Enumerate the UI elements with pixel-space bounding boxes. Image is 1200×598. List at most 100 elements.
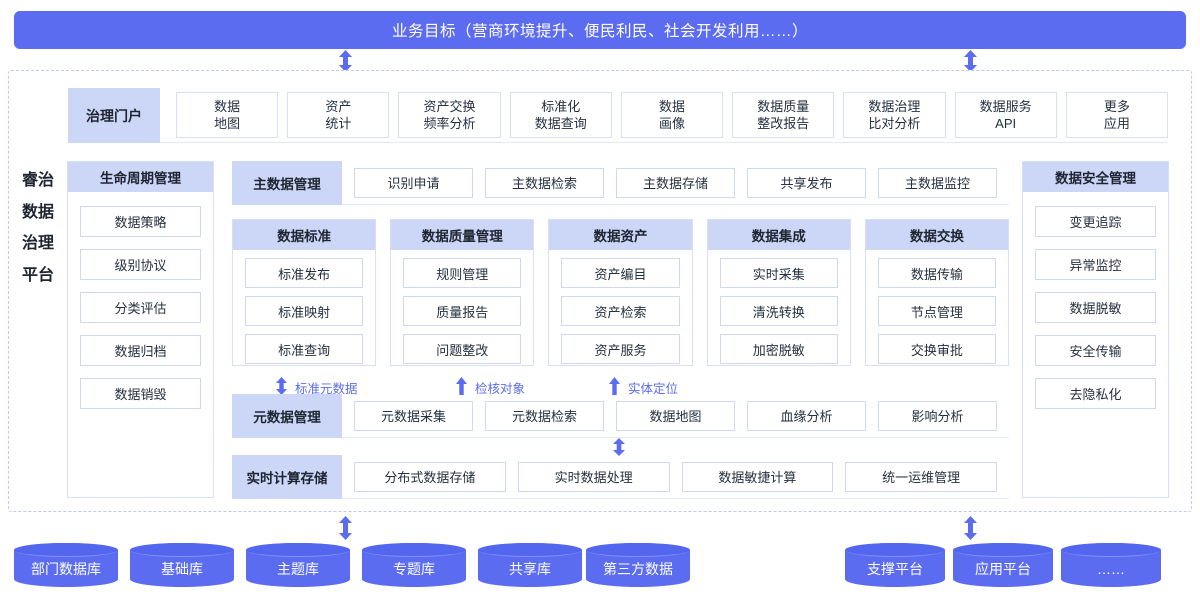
- arrow-up-icon: [608, 377, 621, 398]
- portal-app-line2: 统计: [325, 116, 352, 131]
- lifecycle-management-items: 数据策略 级别协议 分类评估 数据归档 数据销毁: [68, 192, 213, 499]
- data-exchange-card: 数据交换 数据传输 节点管理 交换审批: [864, 219, 1010, 366]
- metadata-item-lineage[interactable]: 血缘分析: [747, 400, 866, 431]
- metadata-management-items: 元数据采集 元数据检索 数据地图 血缘分析 影响分析: [342, 394, 1009, 438]
- lifecycle-item-archive[interactable]: 数据归档: [80, 335, 201, 366]
- annotation-label: 实体定位: [628, 382, 679, 396]
- masterdata-item-search[interactable]: 主数据检索: [485, 167, 604, 198]
- portal-app-line1: 资产交换: [423, 99, 476, 114]
- data-security-title: 数据安全管理: [1023, 162, 1168, 192]
- standard-item-publish[interactable]: 标准发布: [245, 258, 364, 288]
- portal-app-governance-comparison[interactable]: 数据治理 比对分析: [843, 92, 946, 138]
- source-label: 共享库: [509, 560, 551, 577]
- lifecycle-management-title: 生命周期管理: [68, 162, 213, 192]
- source-platform-more[interactable]: ……: [1061, 543, 1161, 587]
- data-security-items: 变更追踪 异常监控 数据脱敏 安全传输 去隐私化: [1023, 192, 1168, 499]
- integration-item-clean-transform[interactable]: 清洗转换: [719, 296, 838, 326]
- metadata-management-row: 元数据管理 元数据采集 元数据检索 数据地图 血缘分析 影响分析: [232, 394, 1009, 438]
- masterdata-item-monitor[interactable]: 主数据监控: [878, 167, 997, 198]
- lifecycle-management-card: 生命周期管理 数据策略 级别协议 分类评估 数据归档 数据销毁: [67, 161, 214, 498]
- lifecycle-item-data-strategy[interactable]: 数据策略: [80, 206, 201, 237]
- realtime-item-distributed-storage[interactable]: 分布式数据存储: [354, 461, 506, 492]
- lifecycle-item-sla[interactable]: 级别协议: [80, 249, 201, 280]
- source-db-department[interactable]: 部门数据库: [14, 543, 118, 587]
- metadata-item-collect[interactable]: 元数据采集: [354, 400, 473, 431]
- source-db-third-party[interactable]: 第三方数据: [586, 543, 690, 587]
- portal-app-asset-exchange-frequency[interactable]: 资产交换 频率分析: [398, 92, 501, 138]
- quality-item-report[interactable]: 质量报告: [403, 296, 522, 326]
- metadata-management-label: 元数据管理: [232, 394, 342, 438]
- source-db-subject[interactable]: 主题库: [246, 543, 350, 587]
- masterdata-item-share-publish[interactable]: 共享发布: [747, 167, 866, 198]
- masterdata-item-identify-apply[interactable]: 识别申请: [354, 167, 473, 198]
- connector-arrow-bottom-left: [337, 516, 354, 540]
- realtime-compute-label: 实时计算存储: [232, 455, 342, 499]
- capability-grid: 数据标准 标准发布 标准映射 标准查询 数据质量管理 规则管理 质量报告 问题整…: [232, 219, 1010, 366]
- integration-item-realtime-collect[interactable]: 实时采集: [719, 258, 838, 288]
- portal-app-standardized-query[interactable]: 标准化 数据查询: [509, 92, 612, 138]
- standard-item-query[interactable]: 标准查询: [245, 334, 364, 364]
- portal-app-data-map[interactable]: 数据 地图: [176, 92, 279, 138]
- realtime-item-agile-compute[interactable]: 数据敏捷计算: [681, 461, 834, 492]
- portal-app-more[interactable]: 更多 应用: [1065, 92, 1168, 138]
- quality-item-rule-management[interactable]: 规则管理: [403, 258, 522, 288]
- source-db-topic[interactable]: 专题库: [362, 543, 466, 587]
- portal-app-line1: 数据服务: [979, 99, 1032, 114]
- exchange-item-approval[interactable]: 交换审批: [877, 334, 997, 364]
- integration-item-encrypt-mask[interactable]: 加密脱敏: [719, 334, 838, 364]
- data-integration-items: 实时采集 清洗转换 加密脱敏: [708, 250, 850, 372]
- quality-item-issue-fix[interactable]: 问题整改: [403, 334, 522, 364]
- asset-item-service[interactable]: 资产服务: [561, 334, 680, 364]
- exchange-item-node-management[interactable]: 节点管理: [877, 296, 997, 326]
- arrow-up-icon: [455, 377, 468, 398]
- source-label: 应用平台: [975, 560, 1031, 577]
- business-goal-banner: 业务目标（营商环境提升、便民利民、社会开发利用……）: [14, 11, 1186, 49]
- data-security-card: 数据安全管理 变更追踪 异常监控 数据脱敏 安全传输 去隐私化: [1022, 161, 1169, 498]
- portal-app-line1: 数据: [214, 99, 241, 114]
- portal-app-data-service-api[interactable]: 数据服务 API: [954, 92, 1057, 138]
- source-db-foundation[interactable]: 基础库: [130, 543, 234, 587]
- lifecycle-item-classification[interactable]: 分类评估: [80, 292, 201, 323]
- realtime-item-stream-processing[interactable]: 实时数据处理: [517, 461, 670, 492]
- realtime-item-unified-ops[interactable]: 统一运维管理: [845, 461, 997, 492]
- data-quality-items: 规则管理 质量报告 问题整改: [391, 250, 533, 372]
- standard-item-mapping[interactable]: 标准映射: [245, 296, 364, 326]
- asset-item-search[interactable]: 资产检索: [561, 296, 680, 326]
- data-asset-items: 资产编目 资产检索 资产服务: [549, 250, 691, 372]
- portal-app-line2: 画像: [658, 116, 685, 131]
- data-exchange-items: 数据传输 节点管理 交换审批: [866, 250, 1008, 372]
- source-platform-support[interactable]: 支撑平台: [845, 543, 945, 587]
- exchange-item-transfer[interactable]: 数据传输: [877, 258, 997, 288]
- security-item-anomaly-monitor[interactable]: 异常监控: [1035, 249, 1156, 280]
- data-asset-card: 数据资产 资产编目 资产检索 资产服务: [548, 219, 693, 366]
- security-item-secure-transfer[interactable]: 安全传输: [1035, 335, 1156, 366]
- security-item-deprivacy[interactable]: 去隐私化: [1035, 378, 1156, 409]
- platform-vertical-title: 睿治数据治理平台: [22, 172, 55, 284]
- portal-app-line1: 数据质量: [757, 99, 810, 114]
- connector-arrow-bottom-right: [962, 516, 979, 540]
- source-db-shared[interactable]: 共享库: [478, 543, 582, 587]
- portal-app-asset-stats[interactable]: 资产 统计: [287, 92, 390, 138]
- metadata-item-impact[interactable]: 影响分析: [878, 400, 997, 431]
- portal-app-data-profile[interactable]: 数据 画像: [620, 92, 724, 138]
- asset-item-catalog[interactable]: 资产编目: [561, 258, 680, 288]
- data-asset-title: 数据资产: [549, 220, 692, 250]
- portal-app-line2: 比对分析: [868, 116, 921, 131]
- masterdata-item-storage[interactable]: 主数据存储: [616, 167, 735, 198]
- portal-app-line2: 频率分析: [423, 116, 476, 131]
- portal-app-quality-report[interactable]: 数据质量 整改报告: [732, 92, 835, 138]
- annotation-audit-object: 检核对象: [455, 377, 525, 398]
- source-platform-application[interactable]: 应用平台: [953, 543, 1053, 587]
- security-item-masking[interactable]: 数据脱敏: [1035, 292, 1156, 323]
- security-item-change-tracking[interactable]: 变更追踪: [1035, 206, 1156, 237]
- portal-app-line2: 数据查询: [534, 116, 587, 131]
- metadata-item-search[interactable]: 元数据检索: [485, 400, 604, 431]
- master-data-row: 主数据管理 识别申请 主数据检索 主数据存储 共享发布 主数据监控: [232, 161, 1009, 205]
- realtime-compute-items: 分布式数据存储 实时数据处理 数据敏捷计算 统一运维管理: [342, 455, 1009, 499]
- governance-portal-row: 治理门户 数据 地图 资产 统计 资产交换 频率分析 标准化 数据查询 数据 画…: [68, 88, 1168, 143]
- data-standard-title: 数据标准: [233, 220, 376, 250]
- metadata-item-data-map[interactable]: 数据地图: [616, 400, 735, 431]
- arrow-bidirectional-icon: [275, 377, 288, 398]
- lifecycle-item-destroy[interactable]: 数据销毁: [80, 378, 201, 409]
